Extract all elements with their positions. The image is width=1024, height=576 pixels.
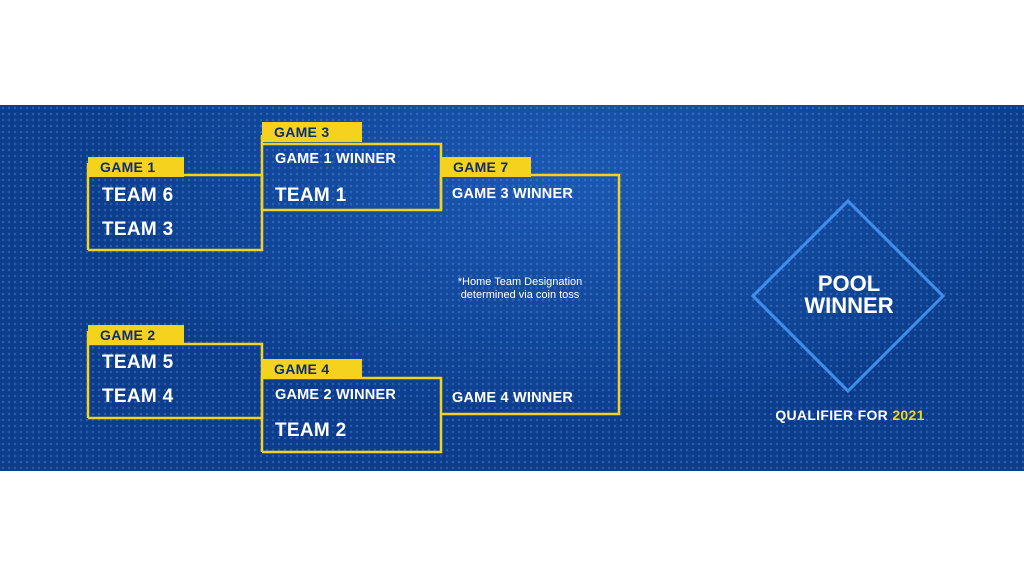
game3-entrant-bottom: TEAM 1: [275, 185, 347, 206]
pool-winner-diamond: [750, 198, 946, 394]
qualifier-label: QUALIFIER FOR: [775, 407, 889, 423]
game7-entrant-bottom: GAME 4 WINNER: [452, 390, 574, 406]
game1-team-top: TEAM 6: [102, 185, 174, 206]
game4-entrant-bottom: TEAM 2: [275, 420, 347, 441]
game4-entrant-top: GAME 2 WINNER: [275, 387, 397, 403]
game2-team-top: TEAM 5: [102, 352, 174, 373]
game4-label: GAME 4: [262, 359, 362, 379]
qualifier-year: 2021: [892, 407, 925, 423]
game1-label: GAME 1: [88, 157, 184, 177]
game7-entrant-top: GAME 3 WINNER: [452, 186, 574, 202]
bracket-lines: [86, 135, 946, 454]
game2-team-bottom: TEAM 4: [102, 386, 174, 407]
pool-winner-line2: WINNER: [804, 293, 894, 318]
home-team-note-line1: *Home Team Designation: [457, 276, 583, 288]
qualifier-text: QUALIFIER FOR 2021: [700, 407, 1000, 423]
game3-entrant-top: GAME 1 WINNER: [275, 151, 397, 167]
home-team-note-line2: determined via coin toss: [460, 289, 580, 301]
game3-label: GAME 3: [262, 122, 362, 142]
pool-winner-text: POOL WINNER: [770, 273, 928, 317]
game7-label: GAME 7: [441, 157, 531, 177]
bracket-banner: GAME 1 TEAM 6 TEAM 3 GAME 2 TEAM 5 TEAM …: [0, 105, 1024, 471]
game1-team-bottom: TEAM 3: [102, 219, 174, 240]
game2-label: GAME 2: [88, 325, 184, 345]
home-team-note: *Home Team Designation determined via co…: [440, 276, 600, 302]
pool-winner-line1: POOL: [817, 271, 881, 296]
